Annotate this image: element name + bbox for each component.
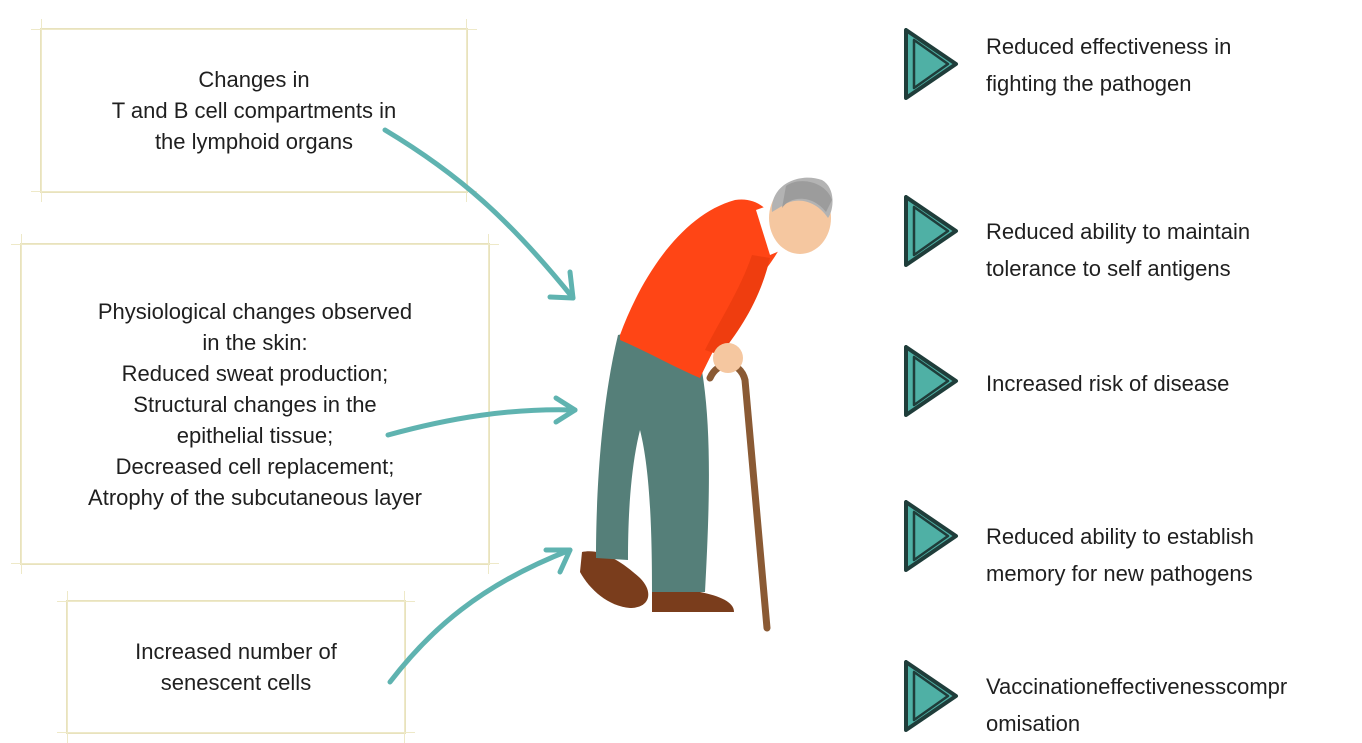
play-triangle-icon: [904, 195, 958, 267]
outcome-text: Reduced ability to establish memory for …: [986, 524, 1254, 586]
cause-text: Increased number of senescent cells: [135, 639, 337, 695]
cause-box-senescent: Increased number of senescent cells: [57, 591, 415, 743]
play-triangle-icon: [904, 28, 958, 100]
arrowhead-skin: [553, 395, 578, 425]
cause-text: Physiological changes observed in the sk…: [88, 298, 422, 510]
play-triangle-icon: [904, 345, 958, 417]
arrowhead-lymphoid: [547, 269, 576, 301]
outcome-item: Increased risk of disease: [900, 345, 1350, 425]
arrow-from-senescent: [387, 547, 573, 685]
cause-box-skin: Physiological changes observed in the sk…: [11, 234, 499, 574]
outcome-item: Reduced ability to maintain tolerance to…: [900, 195, 1350, 281]
outcome-text: Increased risk of disease: [986, 371, 1230, 396]
cause-box-lymphoid: Changes in T and B cell compartments in …: [31, 19, 477, 202]
outcome-item: Reduced ability to establish memory for …: [900, 500, 1350, 586]
cause-text: Changes in T and B cell compartments in …: [111, 67, 397, 154]
arrowhead-senescent: [543, 547, 573, 575]
play-triangle-icon: [904, 660, 958, 732]
outcome-text: Vaccinationeffectivenesscompr omisation: [986, 674, 1288, 736]
arrow-from-lymphoid: [382, 127, 576, 301]
outcome-text: Reduced effectiveness in fighting the pa…: [986, 34, 1232, 96]
elderly-person-with-cane-icon: [580, 177, 833, 632]
outcome-text: Reduced ability to maintain tolerance to…: [986, 219, 1251, 281]
play-triangle-icon: [904, 500, 958, 572]
outcome-item: Reduced effectiveness in fighting the pa…: [900, 28, 1350, 108]
outcome-item: Vaccinationeffectivenesscompr omisation: [900, 660, 1350, 740]
arrow-from-skin: [385, 407, 578, 438]
